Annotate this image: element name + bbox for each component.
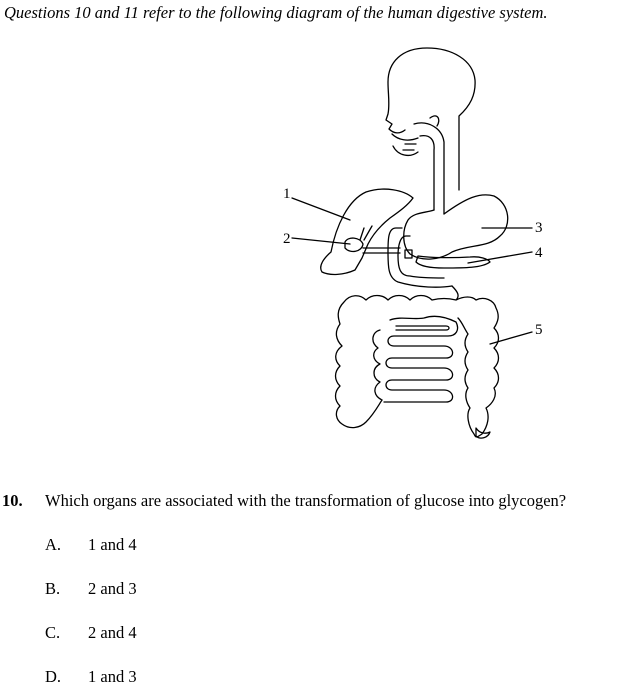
gallbladder	[344, 237, 364, 253]
rectum	[475, 427, 491, 439]
diagram-label-4: 4	[535, 245, 543, 261]
option-text: 2 and 3	[88, 579, 137, 598]
option-letter: D.	[45, 667, 62, 686]
leader-line-1	[291, 197, 351, 221]
option-c[interactable]: C. 2 and 4	[45, 623, 137, 643]
leader-line-5	[489, 331, 533, 345]
esophagus	[413, 115, 445, 215]
liver	[320, 188, 414, 276]
duodenum	[387, 227, 453, 288]
diagram-label-2: 2	[283, 231, 291, 247]
mouth	[391, 133, 419, 157]
question-text: Which organs are associated with the tra…	[45, 491, 567, 510]
pancreas	[415, 255, 491, 269]
option-b[interactable]: B. 2 and 3	[45, 579, 137, 599]
small-intestine	[372, 315, 459, 403]
intro-text: Questions 10 and 11 refer to the followi…	[4, 3, 548, 22]
diagram-label-5: 5	[535, 322, 543, 338]
diagram-label-1: 1	[283, 186, 291, 202]
option-a[interactable]: A. 1 and 4	[45, 535, 137, 555]
option-text: 1 and 3	[88, 667, 137, 686]
leader-line-4	[467, 251, 533, 264]
large-intestine	[334, 285, 500, 438]
option-d[interactable]: D. 1 and 3	[45, 667, 137, 687]
leader-line-2	[291, 237, 351, 245]
question-number: 10.	[2, 491, 23, 510]
head-outline	[385, 47, 476, 191]
diagram-label-3: 3	[535, 220, 543, 236]
option-text: 2 and 4	[88, 623, 137, 642]
bile-duct	[359, 225, 401, 254]
option-letter: A.	[45, 535, 62, 554]
stomach	[403, 194, 509, 260]
option-letter: B.	[45, 579, 61, 598]
option-letter: C.	[45, 623, 61, 642]
option-text: 1 and 4	[88, 535, 137, 554]
